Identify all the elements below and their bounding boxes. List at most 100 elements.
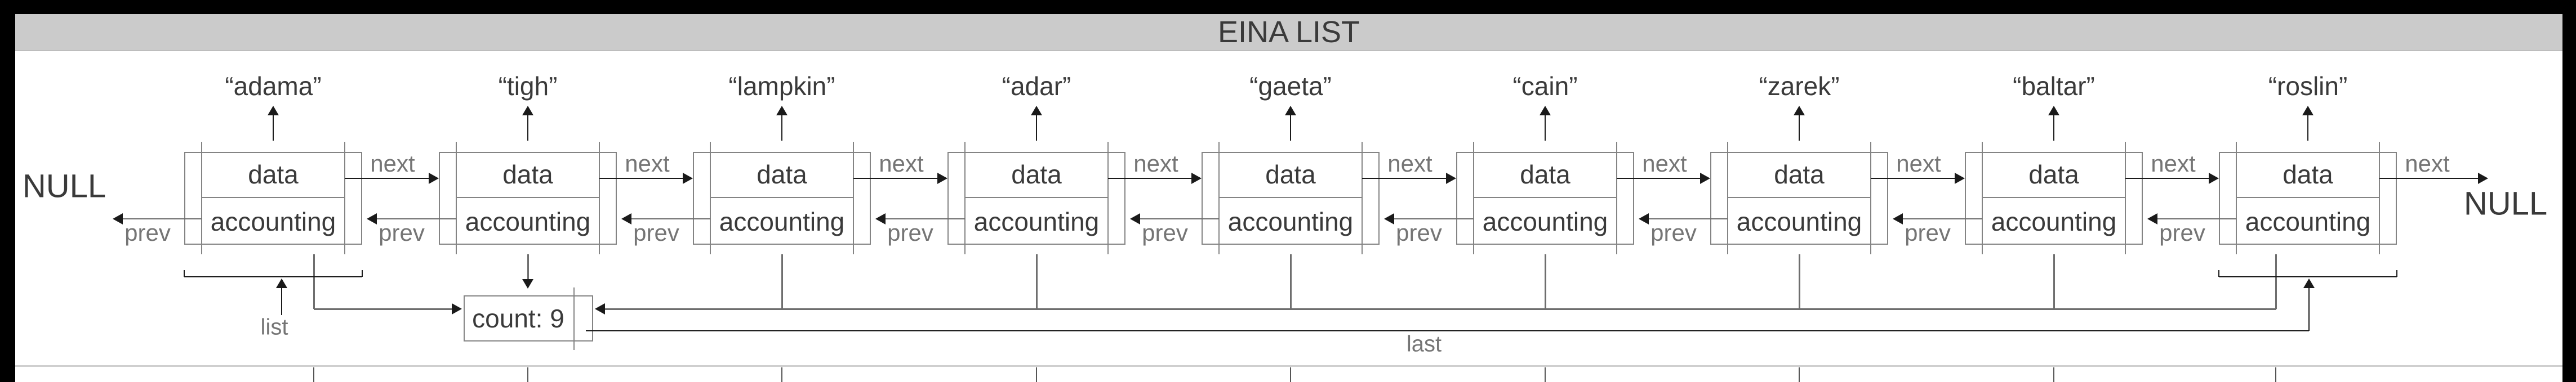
node-box [2219,152,2397,245]
next-arrow-head [1955,173,1965,184]
next-label: next [2151,150,2196,177]
node-pin-right [2125,142,2126,254]
node-pin-left [1218,142,1220,254]
data-cell-label: data [502,160,553,189]
next-label: next [1896,150,1941,177]
frame-right [2562,0,2576,382]
prev-arrow-head [2147,213,2157,224]
bottom-stub [1036,367,1037,382]
prev-label: prev [1396,219,1442,246]
node-box [947,152,1125,245]
prev-arrow-head [621,213,631,224]
list-bracket-tick [2218,270,2219,277]
next-arrow-head [1446,173,1456,184]
node-name-label: “tigh” [498,71,558,101]
node-box [439,152,617,245]
up-arrow-head [776,106,788,115]
node-pin-left [1982,142,1983,254]
title-bar [15,14,2562,51]
next-arrow-shaft [1108,178,1191,179]
prev-arrow-head [1384,213,1394,224]
node-pin-left [1473,142,1474,254]
bottom-stub [2053,367,2054,382]
node-pin-left [964,142,966,254]
data-cell-label: data [1265,160,1316,189]
node-box [1965,152,2143,245]
node-cell-divider [202,197,345,198]
node-cell-divider [1219,197,1362,198]
count-pointer-line [1289,254,1292,309]
prev-label: prev [1905,219,1951,246]
node-pin-left [710,142,711,254]
bottom-stub [781,367,782,382]
next-arrow-shaft [853,178,937,179]
next-label: next [1642,150,1687,177]
prev-label: prev [2159,219,2205,246]
next-arrow-shaft [1871,178,1955,179]
node-pin-left [201,142,202,254]
bottom-stub [527,367,528,382]
data-cell-label: data [757,160,807,189]
count-pointer-line [314,308,452,310]
next-label: next [625,150,670,177]
next-label: next [879,150,924,177]
next-arrow-shaft [345,178,429,179]
up-arrow-shaft [527,115,528,141]
count-pointer-line [2275,254,2277,309]
frame-top [0,0,2576,14]
accounting-cell-label: accounting [1227,207,1354,236]
next-arrow-shaft [1362,178,1446,179]
count-pointer-line [313,254,315,309]
node-pin-right [1362,142,1363,254]
next-arrow-head [683,173,693,184]
prev-arrow-head [367,213,377,224]
node-pin-left [1727,142,1728,254]
count-pointer-head [452,303,462,314]
prev-label: prev [1650,219,1697,246]
accounting-cell-label: accounting [465,207,591,236]
node-name-label: “baltar” [2013,71,2095,101]
prev-arrow-head [1130,213,1140,224]
prev-arrow-head [113,213,123,224]
next-arrow-head [1191,173,1202,184]
last-pointer-line [2308,288,2310,331]
accounting-cell-label: accounting [210,207,336,236]
bottom-stub [313,367,314,382]
prev-arrow-shaft [884,218,965,219]
prev-arrow-shaft [122,218,202,219]
node-box [1456,152,1634,245]
count-box-pin [573,287,575,350]
count-pointer-line [527,254,529,280]
last-label: last [1406,331,1442,357]
prev-arrow-head [875,213,886,224]
prev-arrow-shaft [1139,218,1219,219]
frame-left [0,0,15,382]
list-arrow-head [276,278,287,288]
count-pointer-line [1035,254,1038,309]
bottom-stub [2275,367,2276,382]
count-pointer-head [522,279,533,289]
prev-arrow-shaft [1902,218,1982,219]
node-cell-divider [456,197,599,198]
node-name-label: “zarek” [1759,71,1840,101]
node-cell-divider [1474,197,1617,198]
accounting-cell-label: accounting [973,207,1100,236]
prev-arrow-shaft [376,218,456,219]
count-collect-head [595,303,605,314]
up-arrow-head [268,106,279,115]
node-cell-divider [1982,197,2125,198]
list-bracket-tick [184,270,185,277]
accounting-cell-label: accounting [1991,207,2117,236]
node-name-label: “adama” [225,71,322,101]
up-arrow-shaft [1290,115,1291,141]
bottom-divider [15,365,2562,367]
up-arrow-shaft [1036,115,1037,141]
count-pointer-line [1544,254,1546,309]
node-pin-right [1616,142,1617,254]
node-pin-right [1107,142,1109,254]
data-cell-label: data [1520,160,1570,189]
data-cell-label: data [2283,160,2333,189]
list-arrow-shaft [281,288,282,315]
prev-label: prev [633,219,679,246]
node-box [1202,152,1380,245]
